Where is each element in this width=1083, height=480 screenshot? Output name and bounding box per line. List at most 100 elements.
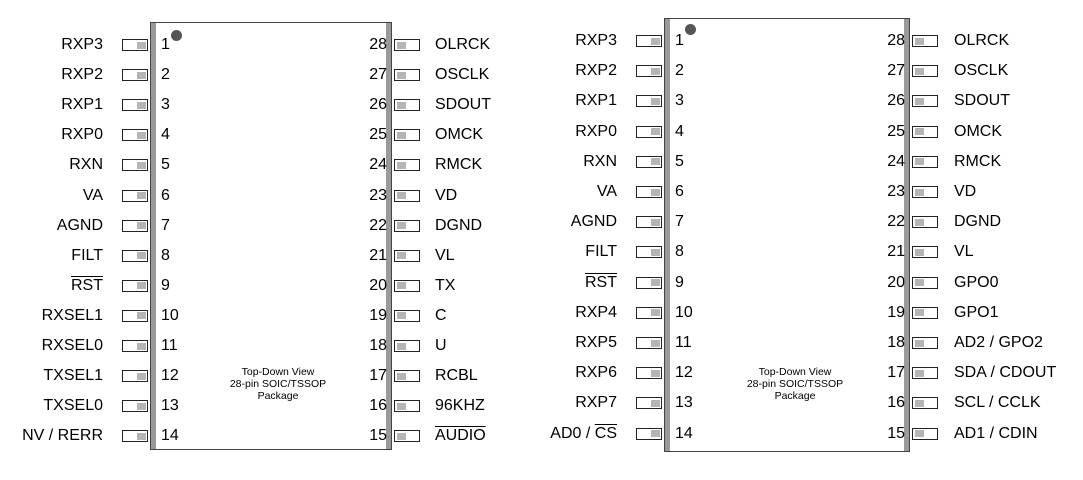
- pin-name-text: DGND: [435, 216, 483, 234]
- pin-pad-fill: [396, 71, 406, 79]
- pin-pad-fill: [136, 252, 146, 260]
- pin-pad-fill: [396, 161, 406, 169]
- pin-pad: [636, 246, 662, 259]
- pin-name-text: AD0 /: [550, 424, 595, 442]
- package-note-line: Package: [774, 390, 816, 402]
- pin-number: 24: [369, 156, 387, 174]
- pin-pad: [912, 186, 938, 198]
- pin-pad: [636, 306, 662, 319]
- pin-pad: [636, 65, 662, 78]
- pin-pad: [912, 65, 938, 78]
- pin-name-text: RXN: [69, 156, 103, 174]
- pin-pad: [636, 95, 662, 108]
- pin-name: RXP1: [575, 92, 617, 110]
- pin-pad-fill: [650, 97, 660, 105]
- pin-pad: [122, 189, 148, 202]
- pin-number: 16: [887, 394, 905, 412]
- pin-number: 6: [161, 186, 170, 204]
- pin-pad-fill: [136, 372, 146, 380]
- pin-pad: [636, 155, 662, 168]
- package-note-line: 28-pin SOIC/TSSOP: [229, 378, 327, 390]
- pin-pad: [636, 427, 662, 440]
- pin-name-text: OMCK: [435, 126, 483, 144]
- pin-name-text: RMCK: [435, 156, 483, 174]
- pin-name-text: OLRCK: [954, 32, 1010, 49]
- pin-name: GPO0: [954, 274, 998, 292]
- pin-number: 23: [887, 183, 905, 200]
- pin-pad-fill: [136, 312, 146, 320]
- package-note-line: Package: [257, 390, 299, 402]
- pin-pad-fill: [914, 248, 924, 256]
- pin-name-text: RST: [71, 276, 103, 294]
- pin-name: DGND: [954, 213, 1001, 231]
- pin-pad: [636, 35, 662, 47]
- pin-number: 26: [369, 96, 387, 114]
- pin-name: AD0 / CS: [550, 425, 617, 443]
- pin-pad-fill: [914, 309, 924, 317]
- pin-pad-fill: [650, 158, 660, 166]
- pin-pad-fill: [914, 188, 924, 196]
- pin-number: 13: [675, 394, 693, 412]
- pin-name-text: RXP2: [61, 66, 103, 84]
- pin-number: 18: [887, 334, 905, 351]
- pin-number: 19: [369, 306, 387, 324]
- pin-pad-fill: [396, 252, 406, 260]
- pin-name: RXP5: [575, 334, 617, 352]
- pin-name: OSCLK: [435, 66, 489, 84]
- pin-number: 20: [887, 273, 905, 291]
- pin-name-text: OSCLK: [954, 62, 1009, 80]
- pin-name: C: [435, 307, 447, 325]
- pin-name: RXSEL1: [42, 307, 103, 325]
- pin-pad: [912, 337, 938, 349]
- pin1-indicator-dot: [170, 29, 182, 41]
- pin-number: 2: [161, 66, 170, 84]
- pin-pad: [636, 337, 662, 349]
- pin-name: AGND: [571, 213, 617, 231]
- pin-name: SDA / CDOUT: [954, 364, 1056, 382]
- pin-name: VL: [954, 243, 974, 261]
- pin-name-text: RXP6: [575, 364, 617, 382]
- pin-pad-fill: [396, 372, 406, 380]
- pin-pad-fill: [396, 131, 406, 139]
- pin-name-text: AD1 / CDIN: [954, 424, 1038, 442]
- pin-name: NV / RERR: [22, 427, 103, 445]
- pin-number: 4: [675, 122, 684, 140]
- pin-pad-fill: [914, 128, 924, 136]
- pin-pad-fill: [914, 339, 924, 347]
- pin-name: RXP2: [575, 62, 617, 80]
- pin-pad: [636, 397, 662, 410]
- pin-pad: [394, 39, 420, 51]
- pin-number: 27: [369, 66, 387, 84]
- pin-pad-fill: [136, 282, 146, 290]
- pin-pad: [636, 216, 662, 229]
- pin-pad: [122, 400, 148, 413]
- pin-pad-fill: [650, 67, 660, 75]
- pin-name-text: RXP4: [575, 303, 617, 321]
- pin-name: RXP1: [61, 96, 103, 114]
- pin-name-text: GPO0: [954, 273, 999, 291]
- pin-name-text: RXP3: [61, 36, 103, 53]
- pin-number: 20: [369, 276, 387, 294]
- pin-pad: [394, 249, 420, 262]
- pin-pad-fill: [396, 282, 406, 290]
- pin-number: 10: [675, 303, 693, 321]
- pin-pad-fill: [136, 131, 146, 139]
- pin-pad: [394, 400, 420, 413]
- pin-number: 3: [675, 92, 684, 110]
- chip-body-shade-right: [386, 23, 391, 449]
- pin-pad-fill: [650, 188, 660, 196]
- pin-name-text: OSCLK: [435, 66, 490, 84]
- pin-pad-fill: [914, 430, 924, 438]
- chip-body-shade-left: [151, 23, 156, 449]
- pin-name-active-low: CS: [594, 424, 617, 442]
- pin-number: 12: [161, 367, 179, 385]
- pin-name: RST: [585, 274, 617, 292]
- pin-number: 14: [161, 427, 179, 445]
- pin-name: RXP3: [61, 36, 103, 54]
- pin-name-text: GPO1: [954, 303, 999, 321]
- pin-name: VA: [83, 187, 103, 205]
- pin-pad: [122, 249, 148, 262]
- pin-name-text: AGND: [56, 216, 103, 234]
- pin-name-text: OLRCK: [435, 36, 491, 53]
